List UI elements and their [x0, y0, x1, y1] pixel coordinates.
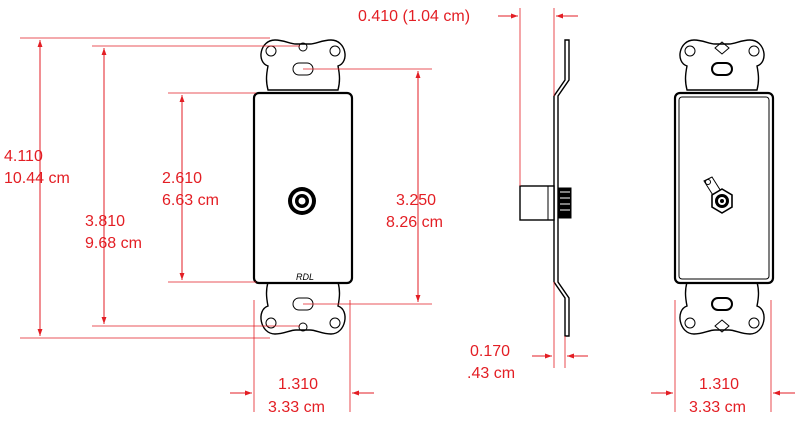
rear-width-cm: 3.33 cm: [689, 399, 746, 416]
front-width-cm: 3.33 cm: [268, 399, 325, 416]
thickness-cm: .43 cm: [467, 365, 515, 382]
slot-spacing-cm: 8.26 cm: [386, 214, 443, 231]
mounting-slot-icon: [711, 62, 733, 76]
hole-spacing-cm: 9.68 cm: [85, 235, 142, 252]
bottom-mounting-ear: [260, 281, 346, 335]
rear-connector-icon: [703, 176, 733, 214]
hole-spacing-inch: 3.810: [85, 213, 125, 230]
panel-height-cm: 6.63 cm: [162, 192, 219, 209]
mounting-slot-icon: [711, 297, 733, 311]
logo-text: RDL: [296, 272, 314, 282]
rear-width-inch: 1.310: [699, 376, 739, 393]
mounting-hole-icon: [748, 45, 760, 57]
front-width-inch: 1.310: [278, 376, 318, 393]
depth-label: 0.410 (1.04 cm): [358, 8, 470, 25]
rear-panel: [673, 91, 775, 285]
thickness-inch: 0.170: [470, 343, 510, 360]
mounting-hole-icon: [329, 45, 341, 57]
mounting-hole-icon: [748, 317, 760, 329]
mounting-hole-icon: [265, 317, 277, 329]
rear-view: 1.310 3.33 cm: [651, 39, 795, 416]
side-connector-body: [519, 185, 555, 221]
side-view: 0.410 (1.04 cm) 0.170 .43 cm: [358, 8, 588, 382]
panel-height-inch: 2.610: [162, 170, 202, 187]
rear-bottom-mounting-ear: [679, 281, 765, 335]
overall-height-inch: 4.110: [4, 148, 43, 165]
mounting-hole-icon: [684, 317, 696, 329]
overall-height-cm: 10.44 cm: [4, 170, 70, 187]
mounting-hole-icon: [329, 317, 341, 329]
rca-jack-icon: [288, 187, 316, 215]
screw-hole-icon: [298, 322, 308, 332]
rear-top-mounting-ear: [679, 39, 765, 91]
front-extension-lines: [20, 37, 432, 412]
top-mounting-ear: [260, 39, 346, 91]
screw-hole-icon: [298, 42, 308, 52]
slot-spacing-inch: 3.250: [396, 192, 436, 209]
mounting-hole-icon: [684, 45, 696, 57]
front-view: RDL 4.110 10.44 cm 3.810 9.68 cm 2.610 6…: [4, 37, 443, 416]
